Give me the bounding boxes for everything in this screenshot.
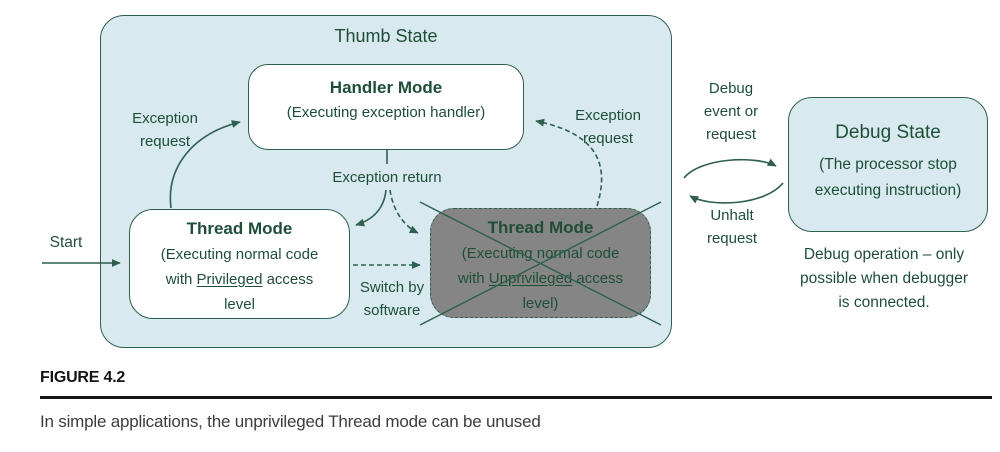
exception-return-label: Exception return: [332, 169, 442, 186]
thread-mode-unprivileged-box: Thread Mode (Executing normal code with …: [430, 208, 651, 318]
debug-event-cycle-arrow: [683, 158, 777, 179]
figure-rule: [40, 396, 992, 399]
debug-state-box: Debug State (The processor stop executin…: [788, 97, 988, 232]
start-label: Start: [49, 234, 83, 251]
exception-request-left-label: Exception request: [132, 110, 198, 150]
switch-by-software-label: Switch by software: [359, 279, 425, 319]
debug-state-title: Debug State: [835, 122, 941, 143]
thread-privileged-line1: (Executing normal code: [160, 246, 319, 263]
thread-privileged-title: Thread Mode: [186, 219, 293, 238]
thread-unprivileged-line2: with Unprivileged access: [457, 270, 624, 287]
thread-unprivileged-line3: level): [522, 295, 559, 312]
handler-mode-title: Handler Mode: [329, 78, 443, 97]
thread-mode-privileged-box: Thread Mode (Executing normal code with …: [129, 209, 350, 319]
unhalt-request-label: Unhalt request: [706, 207, 758, 247]
figure-caption: In simple applications, the unprivileged…: [40, 412, 541, 431]
privileged-underlined-word: Privileged: [196, 271, 263, 288]
thread-privileged-line3: level: [224, 296, 255, 313]
debug-operation-note: Debug operation – only possible when deb…: [799, 246, 969, 311]
figure-label: FIGURE 4.2: [40, 369, 126, 386]
handler-mode-box: Handler Mode (Executing exception handle…: [248, 64, 524, 150]
exception-request-right-label: Exception request: [575, 107, 641, 147]
debug-state-subtitle-line2: executing instruction): [814, 182, 962, 199]
thread-unprivileged-line1: (Executing normal code: [461, 245, 620, 262]
debug-event-label: Debug event or request: [703, 80, 759, 143]
thread-unprivileged-title: Thread Mode: [487, 218, 594, 237]
debug-state-subtitle-line1: (The processor stop: [819, 156, 957, 173]
unhalt-cycle-arrow: [689, 182, 784, 204]
handler-mode-subtitle: (Executing exception handler): [286, 104, 486, 121]
unprivileged-underlined-word: Unprivileged: [488, 270, 573, 287]
thread-privileged-line2: with Privileged access: [165, 271, 314, 288]
thumb-state-title: Thumb State: [334, 26, 438, 46]
